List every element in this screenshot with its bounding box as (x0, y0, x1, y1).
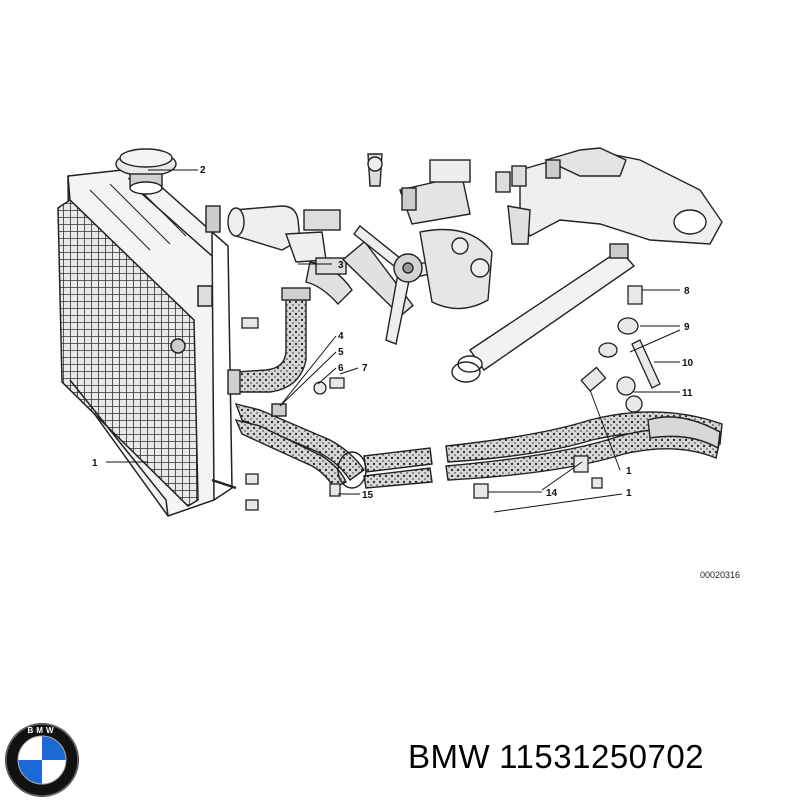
callout-3: 3 (338, 260, 344, 271)
manifold-pipes (495, 147, 723, 245)
callout-9: 9 (684, 322, 690, 333)
callout-4: 4 (338, 331, 344, 342)
upper-hose (205, 205, 353, 306)
lower-hose (227, 287, 311, 395)
callout-1-radiator: 1 (92, 458, 98, 469)
heater-hoses (234, 402, 723, 489)
callout-7: 7 (362, 363, 368, 374)
leader-lines (106, 169, 681, 513)
callout-2: 2 (200, 165, 206, 176)
part-number: 11531250702 (499, 738, 705, 775)
callout-14: 14 (546, 488, 558, 499)
diagram-reference-number: 00020316 (700, 570, 740, 580)
callout-15: 15 (362, 490, 374, 501)
part-brand: BMW (408, 738, 491, 775)
callout-1-right: 1 (626, 466, 632, 477)
small-fittings (241, 285, 661, 511)
radiator-cap (115, 148, 177, 195)
callout-5: 5 (338, 347, 344, 358)
callout-10: 10 (682, 358, 694, 369)
logo-letters: BMW (28, 726, 57, 735)
radiator (57, 167, 237, 517)
callout-6: 6 (338, 363, 344, 374)
bypass-hose (451, 243, 636, 383)
bmw-roundel-icon: BMW (5, 723, 79, 797)
callout-11: 11 (682, 388, 693, 399)
callout-1-lower: 1 (626, 488, 632, 499)
water-pump-fan (342, 153, 493, 345)
callout-8: 8 (684, 286, 690, 297)
